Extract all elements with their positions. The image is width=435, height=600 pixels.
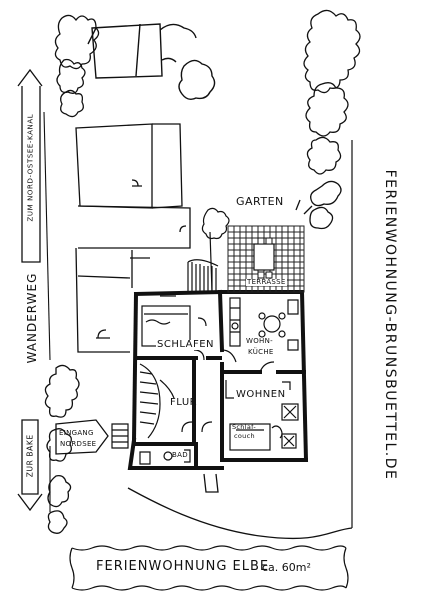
- bake-direction-label: ZUR BAKE: [25, 434, 35, 478]
- room-label-terrasse: TERRASSE: [246, 278, 287, 286]
- room-label-bad: BAD: [172, 451, 188, 459]
- canal-direction-label: ZUM NORD-OSTSEE-KANAL: [26, 113, 35, 222]
- plan-title: FERIENWOHNUNG ELBE: [96, 559, 270, 574]
- entrance-arrow: [55, 419, 109, 455]
- furniture-label-schlafcouch-1: Schlaf-: [232, 423, 256, 431]
- plan-area: ca. 60m²: [262, 561, 311, 574]
- walkway-lines: [43, 111, 51, 512]
- wanderweg-label: WANDERWEG: [25, 272, 39, 364]
- trees-top-left: [54, 14, 100, 118]
- entrance-label-2: NORDSEE: [60, 440, 97, 448]
- trees-right: [295, 9, 361, 230]
- furniture-label-schlafcouch-2: couch: [234, 432, 255, 440]
- neighbour-building: [75, 123, 191, 353]
- website-label: FERIENWOHNUNG-BRUNSBUETTEL.DE: [382, 169, 398, 481]
- flat-details: [111, 295, 299, 465]
- room-label-flur: FLUR: [170, 397, 198, 408]
- trees-bottom: [44, 364, 353, 540]
- canal-sign: [17, 68, 43, 263]
- neighbour-sheds: [87, 23, 216, 101]
- room-label-garten: GARTEN: [236, 195, 284, 208]
- entrance-label-1: EINGANG: [59, 429, 94, 437]
- room-label-wohnkueche-2: KÜCHE: [248, 348, 274, 356]
- room-label-wohnkueche-1: WOHN-: [246, 337, 273, 345]
- room-label-wohnen: WOHNEN: [236, 389, 286, 400]
- bake-sign: [17, 419, 43, 512]
- garden-hedge: [187, 207, 230, 293]
- title-frame: [69, 545, 349, 591]
- room-label-schlafen: SCHLAFEN: [156, 339, 216, 350]
